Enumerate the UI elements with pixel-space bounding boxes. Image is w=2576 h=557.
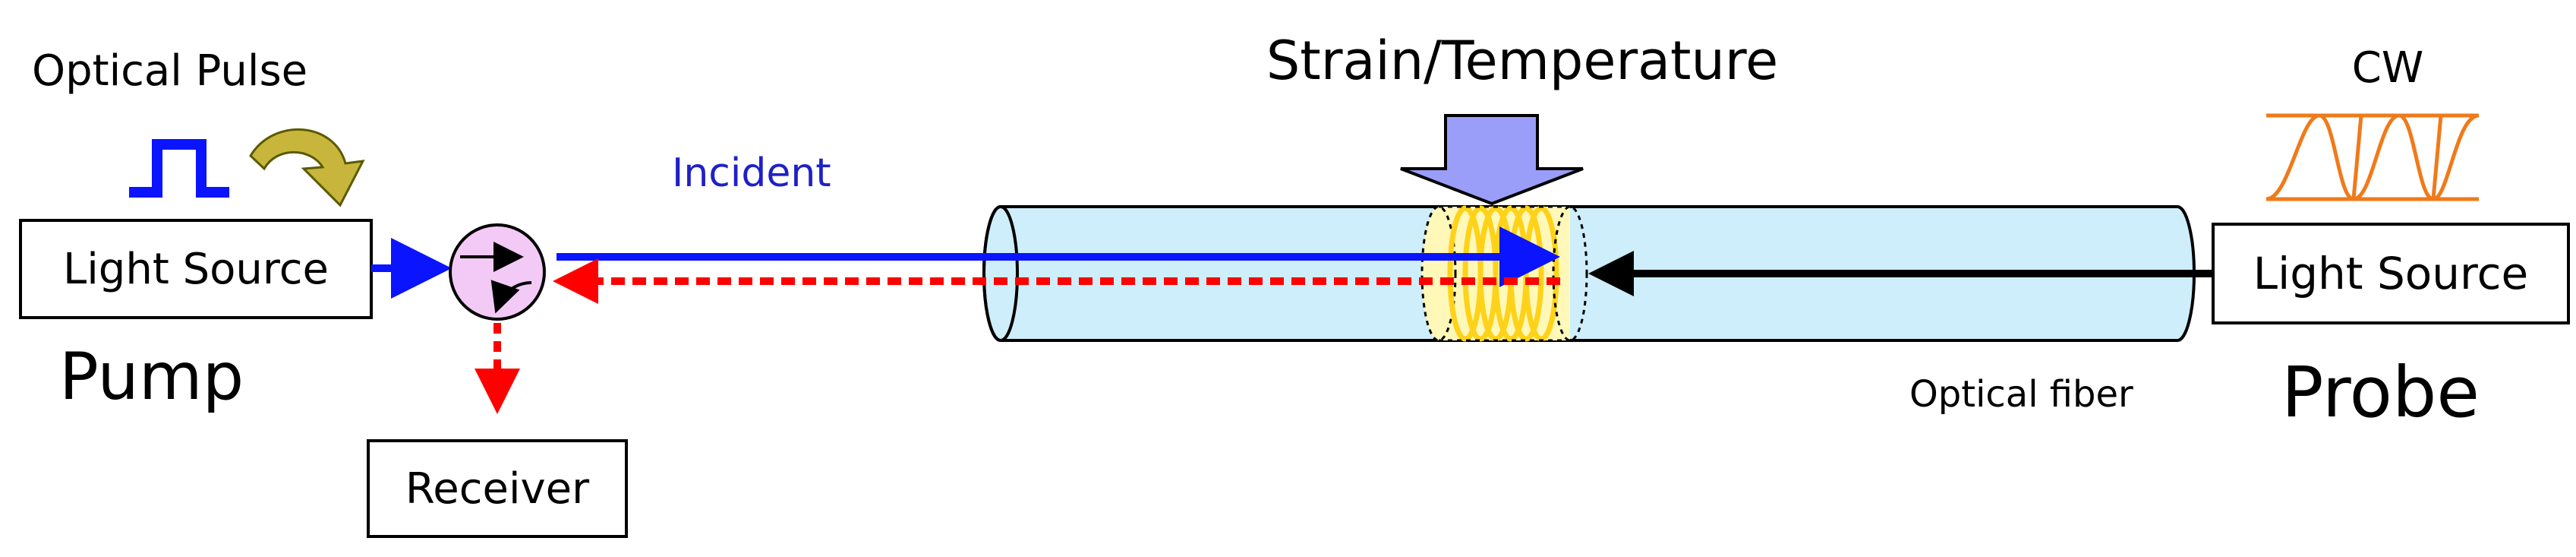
probe-light-source-label: Light Source	[2253, 248, 2528, 299]
optical-pulse-label: Optical Pulse	[32, 46, 307, 96]
probe-light-source-box	[2212, 223, 2570, 324]
optical-fiber-label: Optical fiber	[1909, 373, 2133, 416]
pump-label: Pump	[59, 339, 244, 415]
square-pulse-icon	[129, 139, 229, 198]
sensing-section	[1420, 205, 1588, 342]
cw-label: CW	[2352, 43, 2423, 93]
down-arrow-icon	[1400, 114, 1584, 206]
pump-light-source-box	[19, 219, 373, 319]
circulator-icon	[449, 223, 546, 321]
curved-arrow-icon	[249, 128, 365, 207]
incident-label: Incident	[672, 150, 831, 196]
pump-light-source-label: Light Source	[63, 245, 329, 294]
strain-temperature-label: Strain/Temperature	[1266, 30, 1778, 92]
receiver-label: Receiver	[405, 464, 590, 514]
probe-label: Probe	[2281, 352, 2480, 433]
sine-wave-icon	[2265, 113, 2480, 201]
receiver-box	[367, 439, 628, 538]
